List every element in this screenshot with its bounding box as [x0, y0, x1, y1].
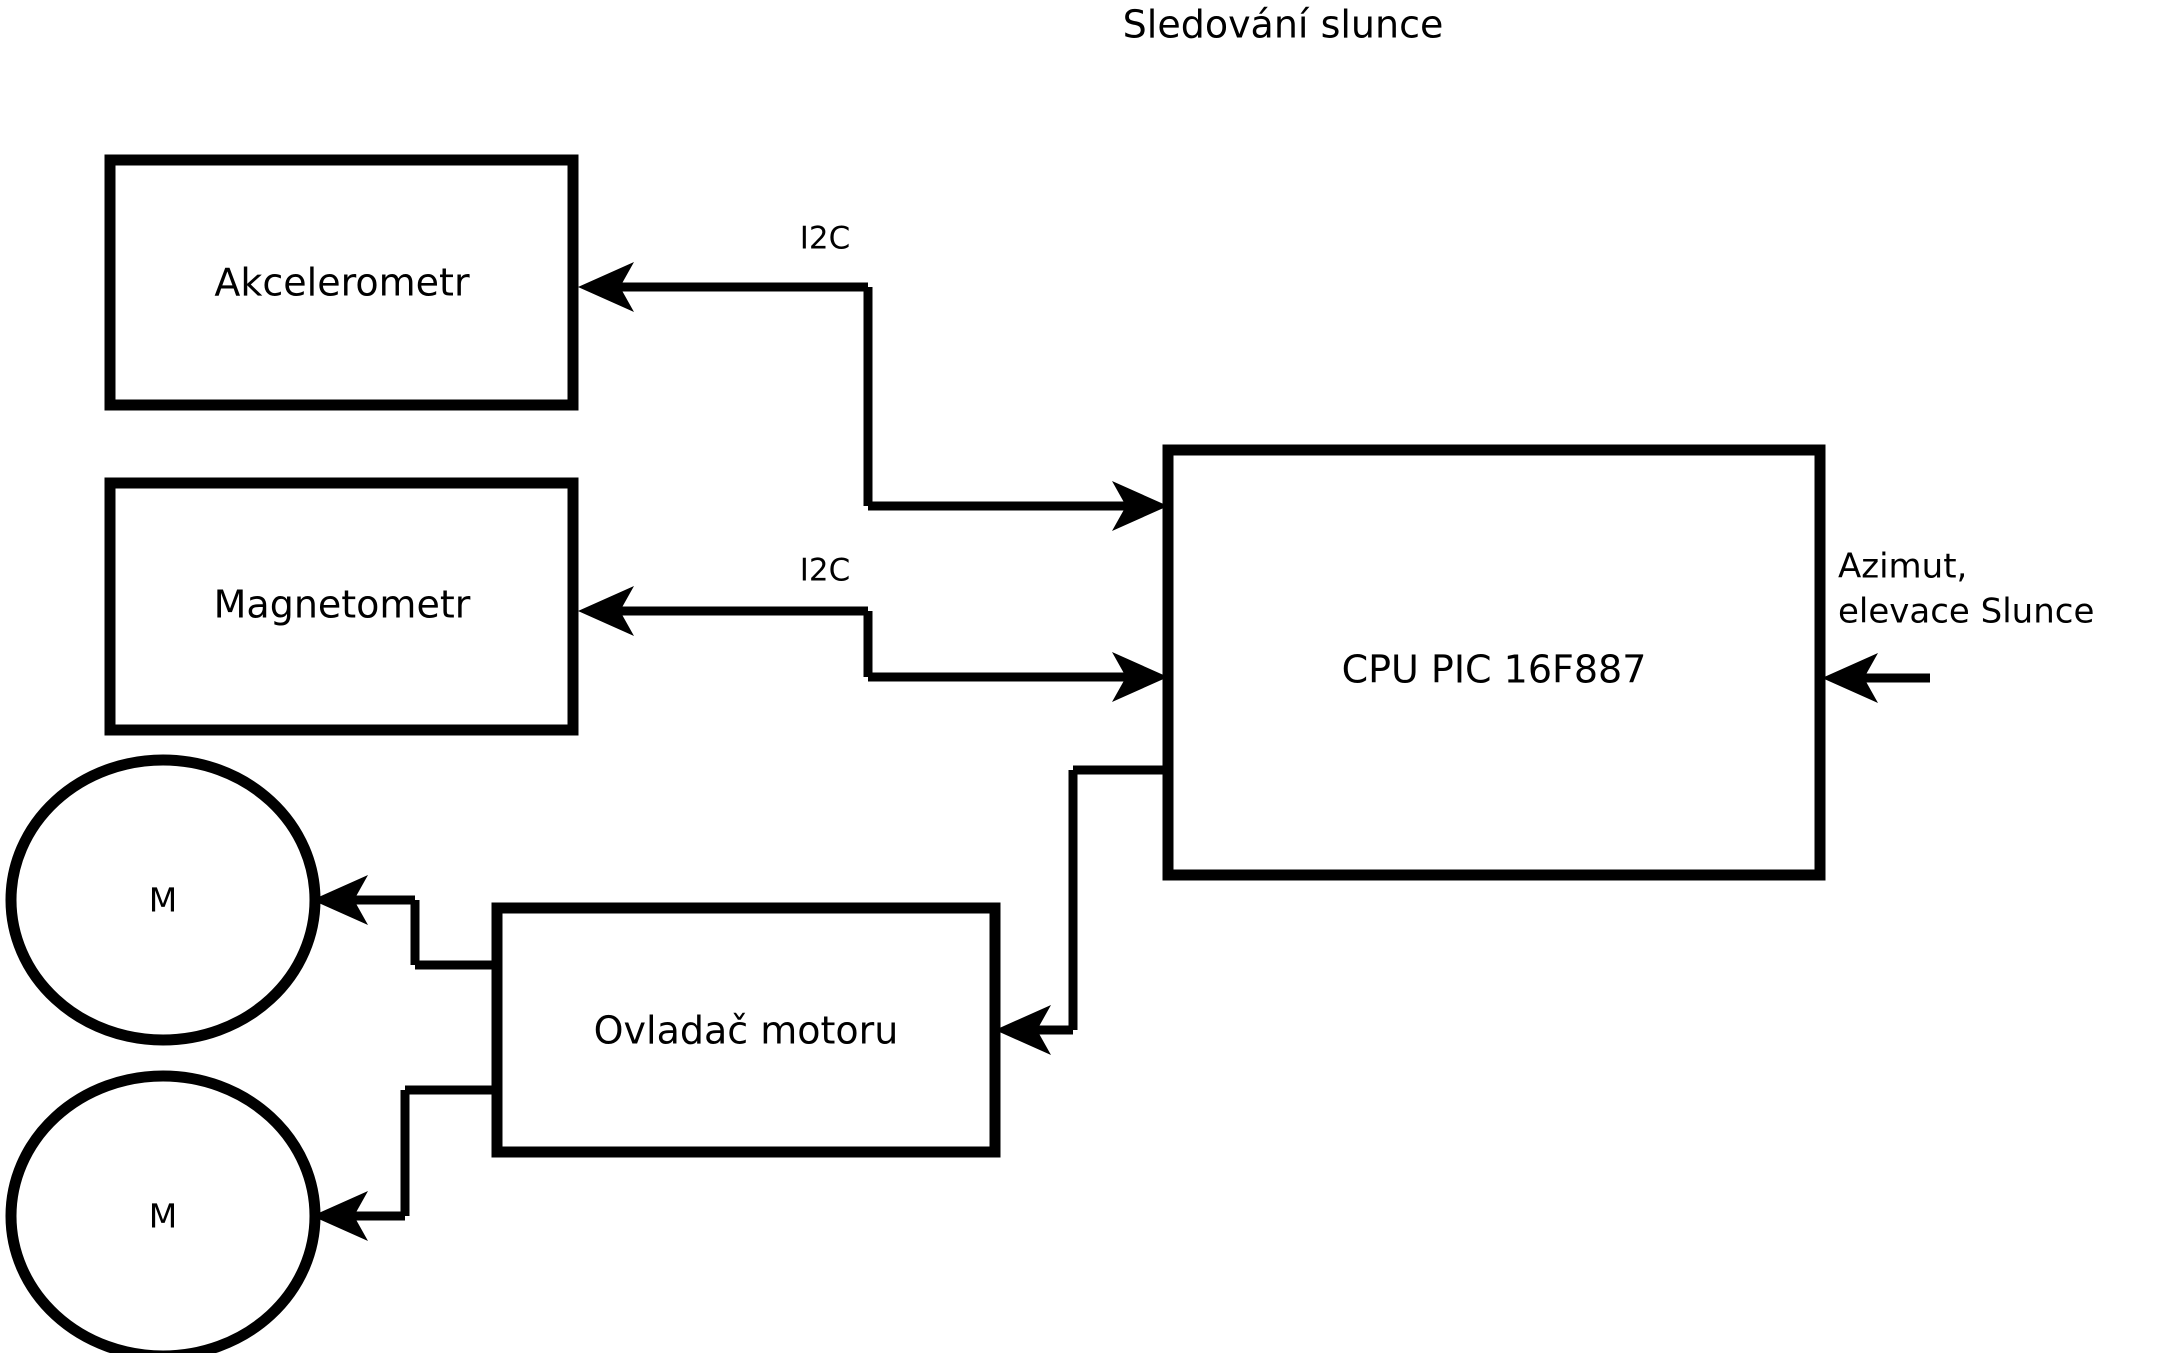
- arrow-into-magnetometer: [578, 586, 634, 636]
- accelerometer-bus-label: I2C: [800, 221, 851, 257]
- arrow-into-cpu-from-magnetometer: [1112, 652, 1168, 702]
- block-motor-bottom[interactable]: M: [5, 1070, 321, 1353]
- connection-accelerometer-i2c: I2C: [578, 221, 1168, 531]
- connection-cpu-to-motor-driver: [995, 765, 1168, 1055]
- arrow-into-motor-driver: [995, 1005, 1051, 1055]
- connection-driver-to-motor-top: [312, 875, 497, 970]
- arrow-into-motor-top: [312, 875, 368, 925]
- arrow-into-accelerometer: [578, 262, 634, 312]
- arrow-into-cpu-sun-input: [1822, 653, 1878, 703]
- sun-input-label-line2: elevace Slunce: [1838, 592, 2094, 632]
- accelerometer-label: Akcelerometr: [214, 261, 470, 305]
- motor-top-label: M: [149, 881, 177, 920]
- block-motor-driver[interactable]: Ovladač motoru: [491, 902, 1001, 1158]
- motor-bottom-label: M: [149, 1197, 177, 1236]
- block-accelerometer[interactable]: Akcelerometr: [104, 154, 579, 411]
- block-cpu[interactable]: CPU PIC 16F887: [1162, 444, 1826, 881]
- sun-input-label-line1: Azimut,: [1838, 547, 1967, 587]
- arrow-into-motor-bottom: [312, 1191, 368, 1241]
- magnetometer-label: Magnetometr: [214, 583, 471, 627]
- cpu-label: CPU PIC 16F887: [1342, 648, 1647, 692]
- arrow-into-cpu-from-accelerometer: [1112, 481, 1168, 531]
- connection-sun-input: Azimut, elevace Slunce: [1822, 547, 2094, 703]
- cpu-box: [1162, 444, 1826, 881]
- page-title: Sledování slunce: [1123, 3, 1444, 47]
- block-motor-top[interactable]: M: [5, 754, 321, 1046]
- accelerometer-box: [104, 154, 579, 411]
- magnetometer-bus-label: I2C: [800, 553, 851, 589]
- motor-driver-label: Ovladač motoru: [594, 1009, 899, 1053]
- connection-magnetometer-i2c: I2C: [578, 553, 1168, 702]
- block-magnetometer[interactable]: Magnetometr: [104, 477, 579, 736]
- connection-driver-to-motor-bottom: [312, 1085, 497, 1241]
- magnetometer-box: [104, 477, 579, 736]
